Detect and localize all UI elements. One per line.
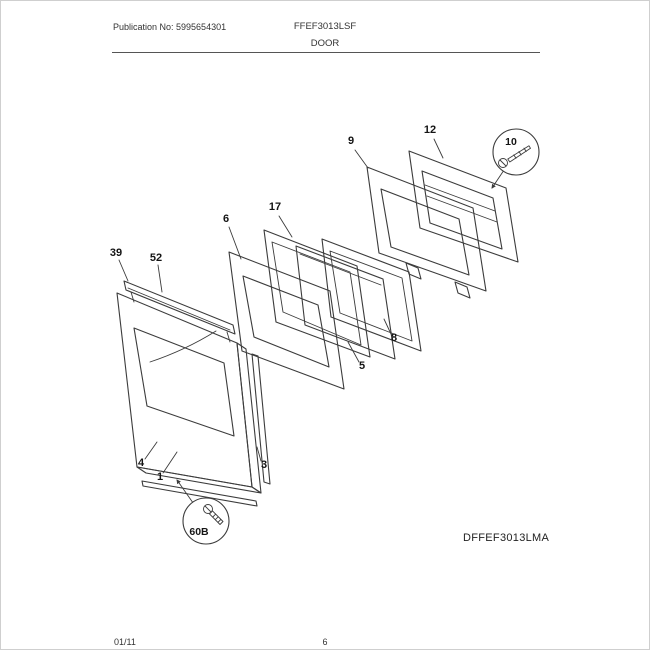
screw-threads <box>513 147 527 159</box>
callout-9: 9 <box>348 135 354 147</box>
callout-52: 52 <box>150 252 162 264</box>
leader-9 <box>354 149 369 169</box>
front-door-assembly <box>116 280 262 507</box>
callout-17: 17 <box>269 201 281 213</box>
publication-number: Publication No: 5995654301 <box>113 22 227 32</box>
leader-12 <box>433 138 444 159</box>
detail-circle-10: 10 <box>491 128 540 189</box>
leader-1 <box>162 451 178 474</box>
callout-5: 5 <box>359 360 365 372</box>
callout-10: 10 <box>505 136 517 148</box>
screw-shaft <box>209 510 224 525</box>
door-handle-detail <box>127 287 231 343</box>
page-number: 6 <box>322 637 328 647</box>
screw-slot <box>499 159 507 167</box>
detail-10-leader <box>491 170 504 189</box>
door-handle <box>123 280 236 335</box>
glass-5-edge <box>299 253 382 286</box>
leader-8 <box>383 318 392 335</box>
door-side-trim <box>251 353 271 485</box>
gasket-inner <box>271 241 362 346</box>
window-gasket-17 <box>263 229 371 358</box>
detail-60b-bubble <box>182 497 230 545</box>
inner-panel-8 <box>321 238 422 352</box>
door-handle-curve <box>149 330 217 363</box>
leader-39 <box>118 259 129 282</box>
section-title: DOOR <box>310 38 340 49</box>
callout-12: 12 <box>424 124 436 136</box>
detail-60b-leader <box>176 479 194 503</box>
callout-4: 4 <box>138 457 145 469</box>
callout-3: 3 <box>261 459 267 471</box>
door-bottom-trim <box>141 480 258 507</box>
detail-10-bubble <box>492 128 540 176</box>
leader-6 <box>228 226 242 260</box>
callout-60b: 60B <box>189 526 209 538</box>
rear-window-reflection <box>424 184 498 223</box>
callout-39: 39 <box>110 247 122 259</box>
rear-door-assembly <box>366 150 519 299</box>
leader-4 <box>144 441 158 460</box>
panel-8-outline <box>321 238 422 352</box>
door-window-glass <box>133 327 235 437</box>
door-glass-stack <box>228 229 422 390</box>
callout-1: 1 <box>157 471 163 483</box>
screw-shaft <box>507 145 531 163</box>
screw-slot <box>204 505 212 513</box>
callouts: 39 52 4 1 3 6 17 5 8 9 12 <box>110 124 444 483</box>
oven-door-liner <box>366 166 487 292</box>
hinge-bracket-right <box>454 281 471 299</box>
footer-date: 01/11 <box>114 637 136 647</box>
inner-door-frame-6 <box>228 251 345 390</box>
screw-icon <box>203 504 224 525</box>
leader-17 <box>278 215 293 238</box>
hinge-bracket-left <box>405 262 422 280</box>
header-rule <box>112 52 540 53</box>
leader-52 <box>157 264 163 293</box>
panel-8-inner-line <box>329 250 413 342</box>
callout-8: 8 <box>391 332 397 344</box>
screw-icon <box>498 145 531 168</box>
gasket-outer <box>263 229 371 358</box>
screw-head <box>498 158 508 168</box>
leader-5 <box>347 341 360 363</box>
diagram-model-code: DFFEF3013LMA <box>463 532 549 544</box>
callout-6: 6 <box>223 213 229 225</box>
model-number: FFEF3013LSF <box>293 21 357 32</box>
screw-head <box>203 504 213 514</box>
door-bottom-edge <box>136 466 262 494</box>
door-right-edge <box>236 342 262 494</box>
screw-threads <box>212 513 222 523</box>
detail-circle-60b: 60B <box>176 479 230 545</box>
leader-3 <box>256 446 262 462</box>
